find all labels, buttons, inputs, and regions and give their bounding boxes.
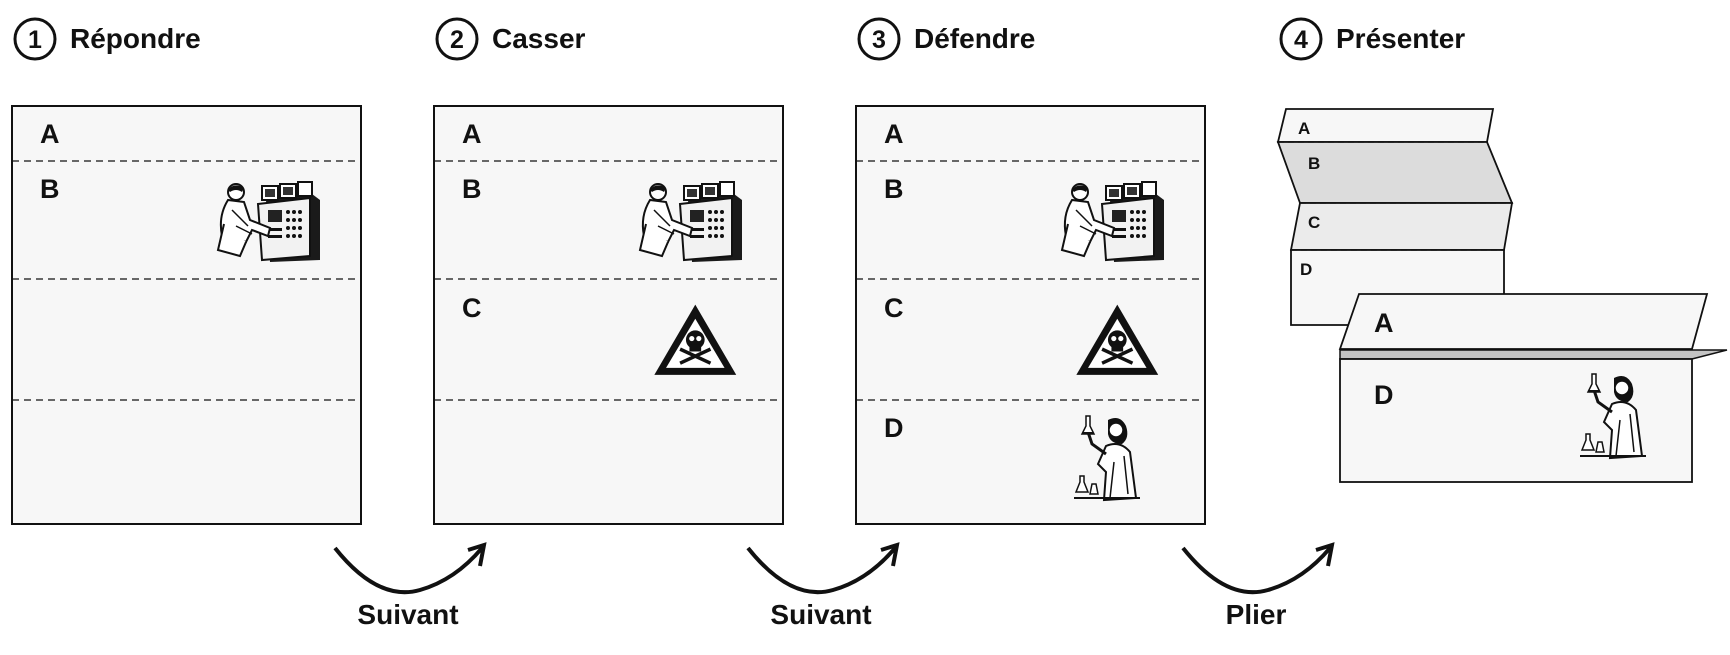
engineer-at-machine-icon: [217, 181, 321, 263]
row-label-c: C: [462, 293, 482, 323]
row-label-b: B: [40, 174, 60, 204]
folded-booklet: A B C D A D: [1276, 108, 1728, 483]
booklet-back-view: A B C D: [1276, 108, 1514, 326]
row-label-b: B: [1308, 154, 1320, 173]
step-number: 4: [1294, 26, 1308, 54]
arrow-label: Suivant: [770, 599, 871, 630]
row-label-c: C: [1308, 213, 1320, 232]
step-title: Présenter: [1336, 23, 1465, 54]
arrow-label: Suivant: [357, 599, 458, 630]
inner-fold-flap: [1339, 349, 1728, 360]
step-number-badge: [857, 17, 901, 61]
row-label-b: B: [884, 174, 904, 204]
panel-a: [1338, 293, 1709, 350]
step-heading-2: 2 Casser: [435, 17, 586, 61]
row-label-d: D: [884, 413, 904, 443]
sheet-2: A B C: [433, 105, 784, 525]
curved-arrow-icon: [746, 546, 897, 595]
row-label-a: A: [462, 119, 482, 149]
arrow-next-2: Suivant: [746, 542, 900, 630]
step-heading-4: 4 Présenter: [1279, 17, 1465, 61]
step-number-badge: [435, 17, 479, 61]
step-heading-1: 1 Répondre: [13, 17, 201, 61]
row-label-d: D: [1300, 260, 1312, 279]
step-title: Répondre: [70, 23, 201, 54]
arrowhead-icon: [1315, 542, 1335, 567]
row-label-a: A: [884, 119, 904, 149]
row-label-a: A: [1298, 119, 1310, 138]
step-number: 1: [28, 26, 42, 54]
sheet-frame: [855, 105, 1206, 525]
row-label-c: C: [884, 293, 904, 323]
row-label-d: D: [1374, 380, 1394, 410]
sheet-frame: [433, 105, 784, 525]
arrowhead-icon: [467, 542, 487, 567]
curved-arrow-icon: [1181, 546, 1332, 595]
row-label-a: A: [1374, 308, 1394, 338]
step-number-badge: [13, 17, 57, 61]
sheet-3: A B C D: [855, 105, 1206, 525]
arrowhead-icon: [880, 542, 900, 567]
panel-d: [1339, 358, 1693, 483]
engineer-at-machine-icon: [1061, 181, 1165, 263]
booklet-front-view: A D: [1338, 293, 1728, 483]
arrow-label: Plier: [1226, 599, 1287, 630]
row-label-a: A: [40, 119, 60, 149]
step-title: Casser: [492, 23, 586, 54]
engineer-at-machine-icon: [639, 181, 743, 263]
step-number: 2: [450, 26, 464, 54]
sheet-frame: [11, 105, 362, 525]
step-number-badge: [1279, 17, 1323, 61]
curved-arrow-icon: [333, 546, 484, 595]
arrow-fold: Plier: [1181, 542, 1335, 630]
step-heading-3: 3 Défendre: [857, 17, 1035, 61]
step-title: Défendre: [914, 23, 1035, 54]
step-number: 3: [872, 26, 886, 54]
sheet-1: A B: [11, 105, 362, 525]
panel-c: [1289, 202, 1514, 251]
row-label-b: B: [462, 174, 482, 204]
arrow-next-1: Suivant: [333, 542, 487, 630]
